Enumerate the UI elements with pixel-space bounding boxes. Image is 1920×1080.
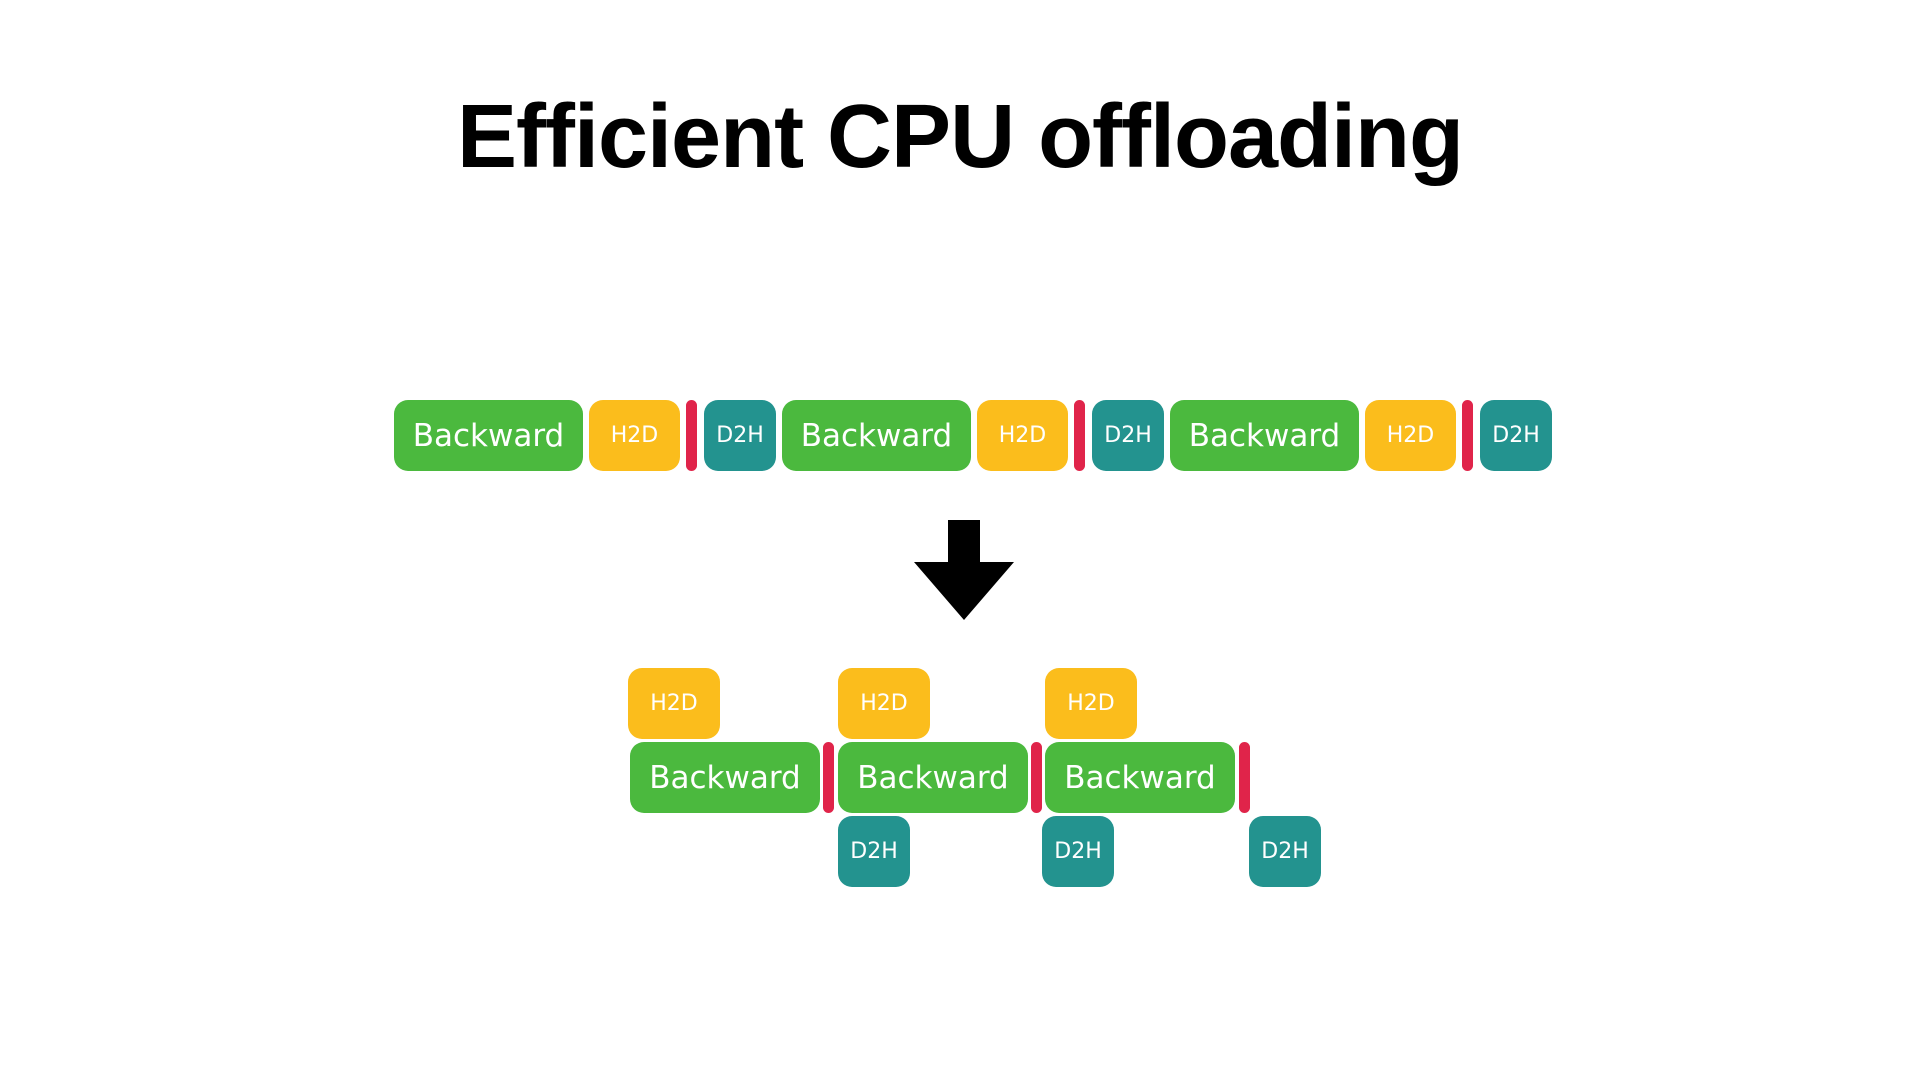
top-h2d-1: H2D bbox=[589, 400, 680, 471]
bottom-d2h-1: D2H bbox=[838, 816, 910, 887]
top-backward-3: Backward bbox=[1170, 400, 1359, 471]
bottom-backward-1: Backward bbox=[630, 742, 820, 813]
top-sync-bar-1 bbox=[686, 400, 697, 471]
bottom-backward-3: Backward bbox=[1045, 742, 1235, 813]
bottom-h2d-1: H2D bbox=[628, 668, 720, 739]
bottom-sync-bar-2 bbox=[1031, 742, 1042, 813]
bottom-h2d-2: H2D bbox=[838, 668, 930, 739]
bottom-d2h-2: D2H bbox=[1042, 816, 1114, 887]
bottom-h2d-3: H2D bbox=[1045, 668, 1137, 739]
top-h2d-2: H2D bbox=[977, 400, 1068, 471]
top-backward-2: Backward bbox=[782, 400, 971, 471]
bottom-sync-bar-3 bbox=[1239, 742, 1250, 813]
down-arrow-icon bbox=[914, 520, 1014, 620]
top-d2h-3: D2H bbox=[1480, 400, 1552, 471]
top-d2h-1: D2H bbox=[704, 400, 776, 471]
bottom-sync-bar-1 bbox=[823, 742, 834, 813]
bottom-backward-2: Backward bbox=[838, 742, 1028, 813]
slide-title: Efficient CPU offloading bbox=[457, 87, 1464, 187]
top-d2h-2: D2H bbox=[1092, 400, 1164, 471]
top-h2d-3: H2D bbox=[1365, 400, 1456, 471]
top-sync-bar-3 bbox=[1462, 400, 1473, 471]
top-sync-bar-2 bbox=[1074, 400, 1085, 471]
bottom-d2h-3: D2H bbox=[1249, 816, 1321, 887]
top-backward-1: Backward bbox=[394, 400, 583, 471]
